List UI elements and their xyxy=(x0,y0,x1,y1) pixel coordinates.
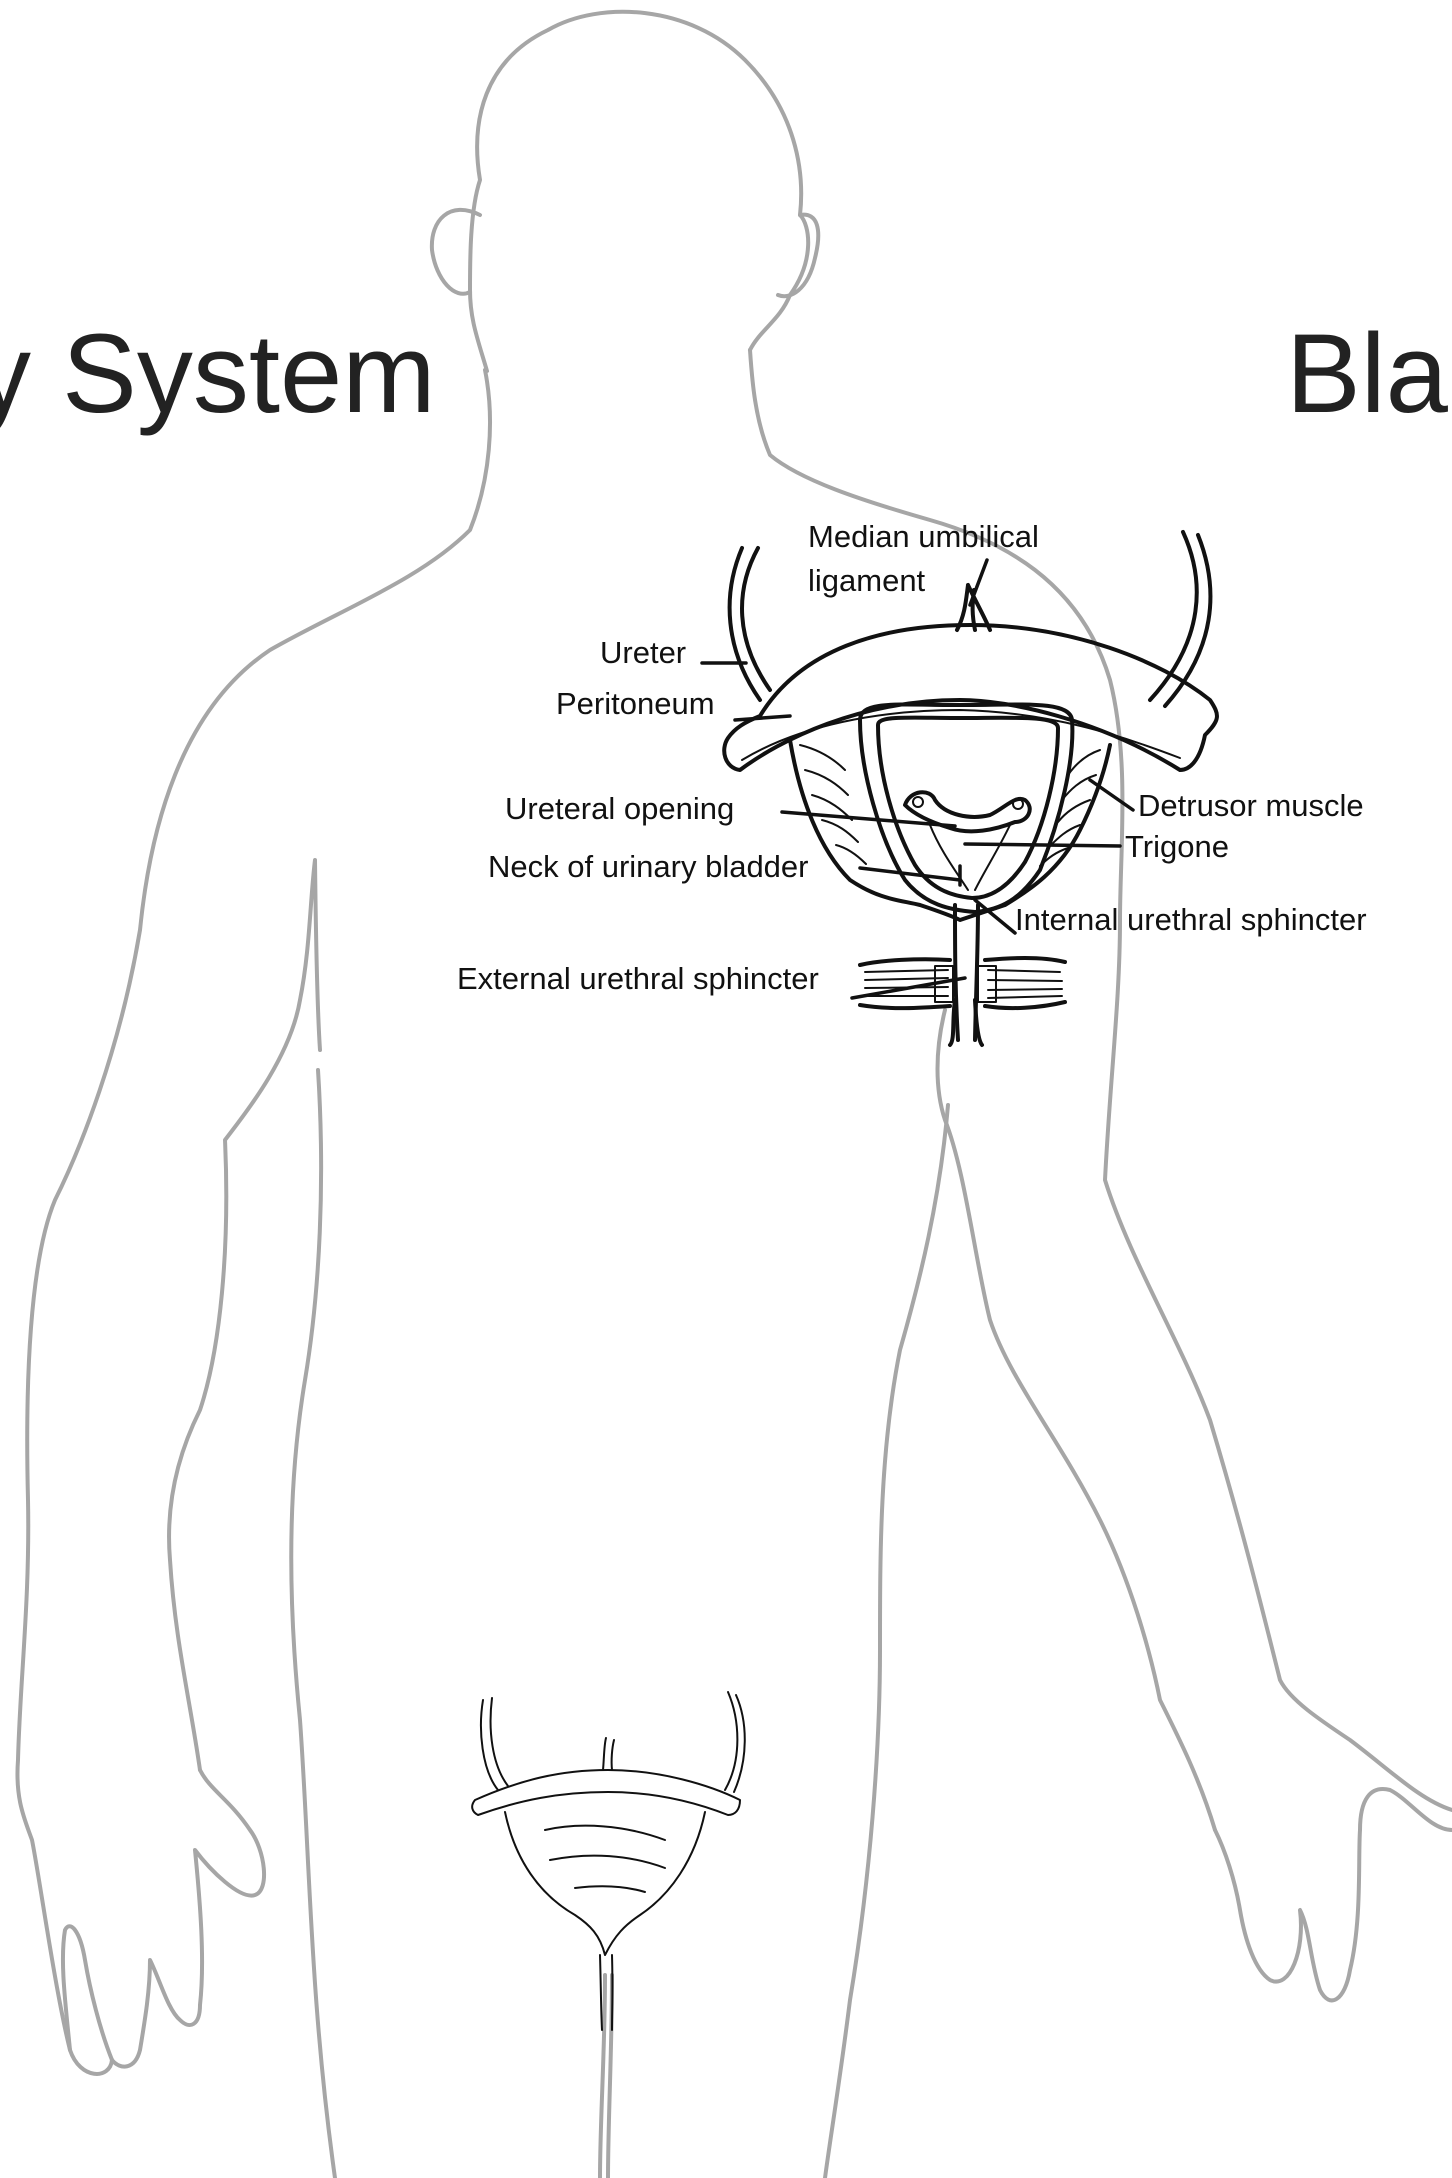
left-neck-shoulder-arm xyxy=(17,370,490,2074)
ureteral-openings xyxy=(905,792,1030,831)
left-ureter xyxy=(730,548,770,700)
small-bladder-illustration xyxy=(472,1692,745,2030)
title-right: Bla xyxy=(1286,318,1448,430)
left-ureteral-orifice xyxy=(913,797,923,807)
small-bladder-folds xyxy=(545,1826,665,1892)
label-detrusor-muscle: Detrusor muscle xyxy=(1138,790,1364,821)
leader-internal-sphincter xyxy=(975,900,1015,933)
external-sphincter-texture xyxy=(865,970,1062,998)
label-neck-of-urinary-bladder: Neck of urinary bladder xyxy=(488,851,809,882)
label-median-umbilical-line2: ligament xyxy=(808,565,925,596)
left-inner-arm xyxy=(169,860,320,1770)
urethra-lower xyxy=(950,1000,982,1045)
small-peritoneum xyxy=(472,1770,740,1815)
right-torso xyxy=(825,1105,948,2178)
trigone-lines xyxy=(930,825,1010,890)
label-ureter: Ureter xyxy=(600,637,686,668)
small-bladder-body xyxy=(505,1812,705,1955)
detrusor-striations-left xyxy=(800,745,866,864)
head-outline xyxy=(470,12,808,371)
label-peritoneum: Peritoneum xyxy=(556,688,715,719)
small-ligament xyxy=(603,1738,614,1770)
peritoneum-fold xyxy=(724,625,1217,770)
label-median-umbilical-line1: Median umbilical xyxy=(808,521,1039,552)
right-hand xyxy=(1215,1789,1452,2000)
small-right-ureter xyxy=(725,1692,745,1792)
leader-median-umbilical xyxy=(970,560,987,605)
label-internal-urethral-sphincter: Internal urethral sphincter xyxy=(1015,904,1367,935)
title-left: y System xyxy=(0,318,436,430)
external-sphincter-band xyxy=(860,958,1065,1008)
sphincter-knot-right xyxy=(978,966,996,1002)
label-ureteral-opening: Ureteral opening xyxy=(505,793,734,824)
right-inner-arm xyxy=(938,1010,1216,1830)
left-thumb xyxy=(63,1926,112,2060)
leader-trigone xyxy=(965,844,1120,846)
label-external-urethral-sphincter: External urethral sphincter xyxy=(457,963,819,994)
leader-peritoneum xyxy=(735,716,790,720)
leader-neck xyxy=(860,868,960,880)
left-hand xyxy=(112,1770,264,2067)
small-left-ureter xyxy=(481,1698,508,1790)
label-trigone: Trigone xyxy=(1125,831,1229,862)
left-torso xyxy=(291,1070,335,2178)
